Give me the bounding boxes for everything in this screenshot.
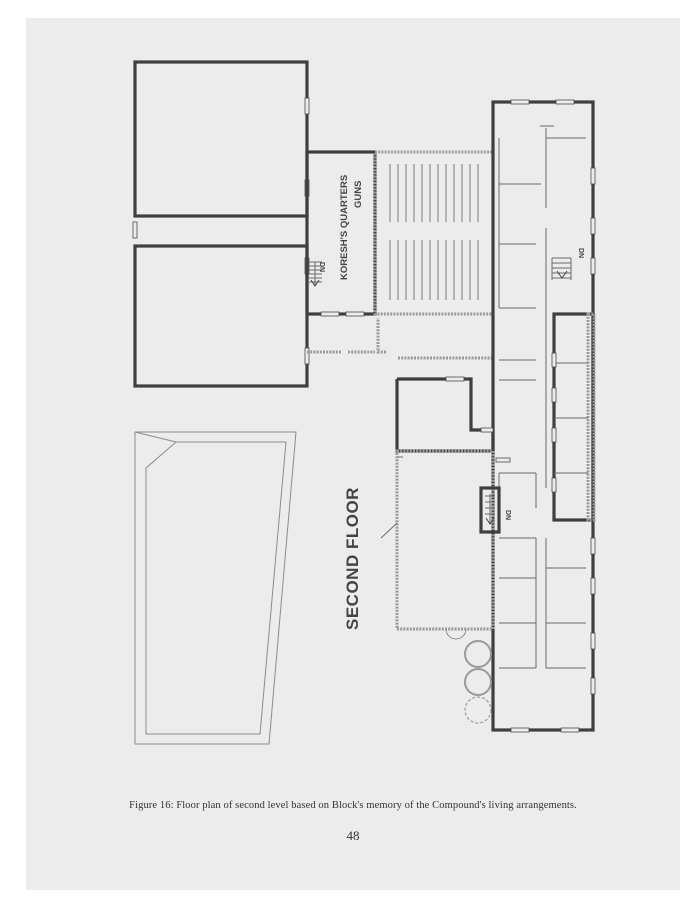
koresh-quarters-room — [305, 150, 377, 316]
dn-label-left: DN — [318, 262, 325, 272]
koresh-quarters-label: KORESH'S QUARTERS — [339, 175, 350, 280]
stair-lower — [479, 486, 501, 534]
left-upper-room — [133, 60, 309, 218]
stair-right — [551, 257, 572, 280]
small-middle-room — [397, 377, 493, 432]
bleacher-rows — [389, 164, 479, 300]
round-tanks — [464, 640, 492, 724]
dn-label-right: DN — [577, 248, 584, 258]
dn-label-lower: DN — [504, 510, 511, 520]
right-annex-partitions — [554, 362, 588, 474]
right-wing-building — [491, 100, 595, 732]
floor-plan-drawing: KORESH'S QUARTERS GUNS SECOND FLOOR DN D… — [132, 60, 596, 745]
left-lower-room — [133, 244, 309, 388]
right-wing-partitions — [498, 125, 586, 669]
lower-large-room — [395, 449, 495, 631]
stair-left — [309, 261, 322, 287]
document-page: KORESH'S QUARTERS GUNS SECOND FLOOR DN D… — [26, 18, 680, 890]
figure-caption: Figure 16: Floor plan of second level ba… — [129, 800, 577, 811]
pool-outline — [134, 431, 297, 745]
guns-label: GUNS — [353, 181, 364, 208]
bleacher-area — [373, 150, 495, 316]
page-number: 48 — [346, 828, 360, 843]
second-floor-label: SECOND FLOOR — [343, 487, 362, 630]
